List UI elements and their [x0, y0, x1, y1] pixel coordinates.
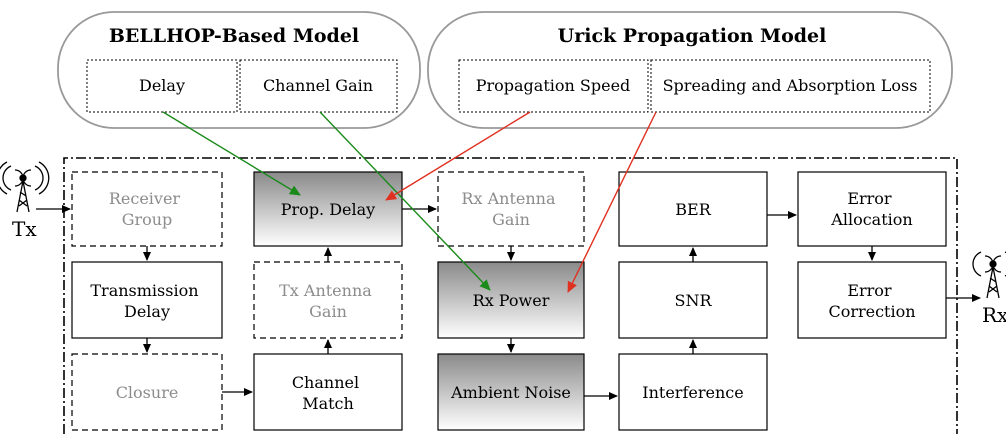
- receiver-group-label: Receiver Group: [109, 189, 185, 229]
- rx-antenna-gain-block: [437, 171, 585, 247]
- red-arrow-propagation-speed-to-prop-delay: [385, 111, 531, 201]
- error-allocation-block: [797, 171, 947, 247]
- propagation-speed-item-label: Propagation Speed: [476, 76, 631, 95]
- blocks-layer: Receiver Group Transmission Delay Closur…: [71, 171, 947, 431]
- simulation-frame: [63, 157, 958, 434]
- tx-antenna-gain-label: Tx Antenna Gain: [279, 281, 377, 321]
- bellhop-model-group: BELLHOP-Based Model Delay Channel Gain: [57, 11, 421, 129]
- spreading-absorption-item-box: [650, 59, 931, 113]
- channel-match-block: [253, 353, 403, 431]
- receiver-group-block: [71, 171, 223, 247]
- rx-power-block: [437, 261, 585, 339]
- transmission-delay-label: Transmission Delay: [90, 281, 203, 321]
- prop-delay-block: [253, 171, 403, 247]
- transmission-delay-block: [71, 261, 223, 339]
- error-correction-label: Error Correction: [828, 281, 915, 321]
- ambient-noise-block: [437, 353, 585, 431]
- channel-gain-item-box: [239, 59, 398, 113]
- flow-arrows: [36, 205, 981, 400]
- rx-label: Rx: [982, 303, 1006, 327]
- tx-antenna-gain-block: [253, 261, 403, 339]
- model-arrows: [162, 111, 657, 293]
- red-arrow-spreading-loss-to-rx-power: [567, 111, 657, 293]
- ambient-noise-label: Ambient Noise: [450, 383, 571, 402]
- ber-label: BER: [675, 200, 711, 219]
- urick-model-title: Urick Propagation Model: [558, 25, 827, 47]
- ber-block: [618, 171, 768, 247]
- channel-gain-item-label: Channel Gain: [263, 76, 373, 95]
- propagation-speed-item-box: [458, 59, 649, 113]
- interference-block: [618, 353, 768, 431]
- snr-block: [618, 261, 768, 339]
- urick-model-group: Urick Propagation Model Propagation Spee…: [427, 11, 953, 129]
- green-arrow-delay-to-prop-delay: [162, 111, 301, 196]
- spreading-absorption-item-label: Spreading and Absorption Loss: [663, 76, 918, 95]
- rx-antenna-icon: [972, 251, 1006, 299]
- closure-label: Closure: [116, 383, 179, 402]
- error-correction-block: [797, 261, 947, 339]
- prop-delay-label: Prop. Delay: [281, 200, 375, 219]
- delay-item-box: [86, 59, 238, 113]
- rx-power-label: Rx Power: [473, 291, 550, 310]
- tx-label: Tx: [12, 217, 37, 241]
- delay-item-label: Delay: [139, 76, 185, 95]
- error-allocation-label: Error Allocation: [830, 189, 912, 229]
- green-arrow-channel-gain-to-rx-power: [319, 111, 491, 291]
- interference-label: Interference: [642, 383, 743, 402]
- bellhop-model-title: BELLHOP-Based Model: [109, 25, 359, 47]
- rx-antenna-gain-label: Rx Antenna Gain: [461, 189, 560, 229]
- channel-match-label: Channel Match: [292, 373, 364, 413]
- tx-antenna-icon: [0, 161, 50, 213]
- snr-label: SNR: [674, 291, 712, 310]
- closure-block: [71, 353, 223, 431]
